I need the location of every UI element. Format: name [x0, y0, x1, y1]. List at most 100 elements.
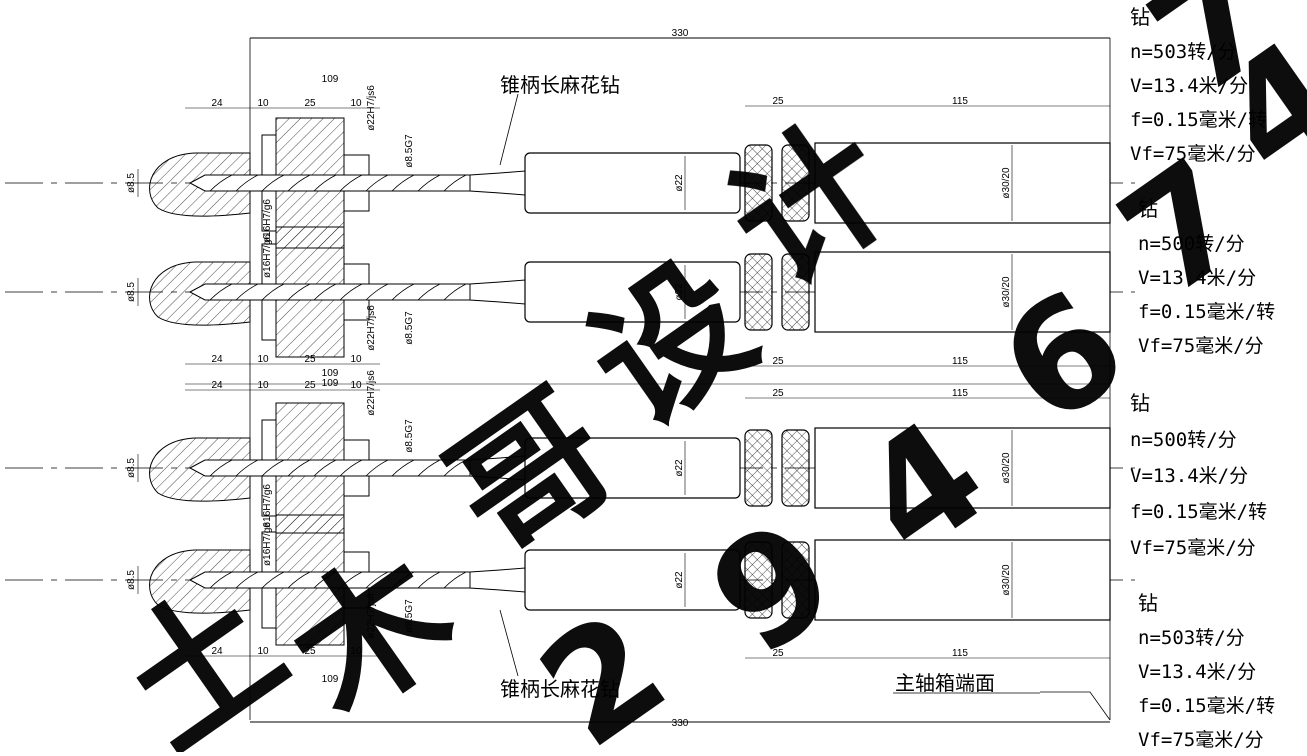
hole-diameter-label: ø8.5	[126, 570, 137, 590]
spindle-seg-b-label: 115	[952, 356, 968, 367]
tool-label-bottom: 锥柄长麻花钻	[500, 677, 620, 701]
spindle-shaft	[814, 539, 1111, 621]
shank-diameter-label: ø22	[674, 459, 685, 477]
spindle-seg-a-label: 25	[772, 648, 784, 659]
cutting-speed: V=13.4米/分	[1138, 661, 1256, 683]
cutting-speed: V=13.4米/分	[1138, 267, 1256, 289]
drill-flutes	[209, 283, 467, 301]
spindle-diameter-label: ø30/20	[1001, 167, 1012, 199]
spindle-unit-4: ø22 ø30/20 ø8.5 ø22H7/js6 ø16H7/g6 ø8.5G7	[5, 514, 1135, 646]
taper-shank	[469, 279, 526, 305]
cutting-speed: V=13.4米/分	[1130, 75, 1248, 97]
operation-title: 钻	[1130, 391, 1150, 415]
seg-b-label: 10	[257, 354, 269, 365]
seg-a-label: 24	[211, 646, 223, 657]
drill-adapter	[524, 261, 741, 323]
feed-rate: Vf=75毫米/分	[1138, 729, 1264, 751]
spindle-unit-3: ø22 ø30/20 ø8.5 ø22H7/js6 ø16H7/g6 ø8.5G7	[5, 370, 1135, 534]
spindle-shaft	[814, 427, 1111, 509]
guide-bore-fit-label: ø8.5G7	[404, 311, 415, 345]
drill-adapter	[524, 549, 741, 611]
spindle-speed: n=500转/分	[1138, 233, 1245, 255]
guide-bore-fit-label: ø8.5G7	[404, 599, 415, 633]
headstock-end-face-label: 主轴箱端面	[895, 671, 995, 695]
seg-a-label: 24	[211, 380, 223, 391]
parameter-block-2: 钻 n=500转/分 V=13.4米/分 f=0.15毫米/转 Vf=75毫米/分	[1138, 197, 1275, 357]
taper-shank	[469, 170, 526, 196]
shank-diameter-label: ø22	[674, 283, 685, 301]
seg-d-label: 10	[350, 380, 362, 391]
hole-diameter-label: ø8.5	[126, 282, 137, 302]
parameter-block-4: 钻n=503转/分V=13.4米/分f=0.15毫米/转Vf=75毫米/分	[1138, 591, 1275, 751]
fixture-width-mid: 109	[322, 368, 339, 379]
bushing-outer-fit-label: ø22H7/js6	[366, 593, 377, 639]
bushing-inner-fit-label: ø16H7/g6	[262, 522, 273, 566]
feed-rate: Vf=75毫米/分	[1130, 537, 1256, 559]
spindle-diameter-label: ø30/20	[1001, 452, 1012, 484]
hole-diameter-label: ø8.5	[126, 458, 137, 478]
parameter-block-1: 钻n=503转/分V=13.4米/分f=0.15毫米/转Vf=75毫米/分	[1130, 5, 1267, 165]
seg-c-label: 25	[304, 646, 316, 657]
cutting-speed: V=13.4米/分	[1130, 465, 1248, 487]
bushing-outer-fit-label: ø22H7/js6	[366, 305, 377, 351]
spindle-speed: n=503转/分	[1130, 41, 1237, 63]
spindle-dim-chain-2: 25 115	[745, 356, 1110, 367]
feed-per-rev: f=0.15毫米/转	[1130, 109, 1267, 131]
drill-flutes	[209, 459, 467, 477]
spindle-unit-2: ø22 ø30/20 ø8.5 ø22H7/js6 ø16H7/g6 ø8.5G7	[5, 226, 1135, 358]
coupling-nut-2	[781, 253, 810, 331]
seg-a-label: 24	[211, 98, 223, 109]
coupling-nut-1	[744, 429, 773, 507]
drill-flutes	[209, 571, 467, 589]
coupling-nut-2	[781, 429, 810, 507]
seg-c-label: 25	[304, 98, 316, 109]
bushing-inner-fit-label: ø16H7/g6	[262, 484, 273, 528]
spindle-parameters: 钻n=503转/分V=13.4米/分f=0.15毫米/转Vf=75毫米/分钻n=…	[1130, 5, 1275, 751]
spindle-seg-b-label: 115	[952, 648, 968, 659]
twist-drill	[188, 174, 471, 192]
twist-drill	[188, 283, 471, 301]
spindle-seg-b-label: 115	[952, 388, 968, 399]
coupling-nut-1	[744, 253, 773, 331]
drill-adapter	[524, 437, 741, 499]
bushing-inner-fit-label: ø16H7/g6	[262, 199, 273, 243]
tool-label-top: 锥柄长麻花钻	[500, 73, 620, 97]
dimension-texts: 330 330 109 109 109 109 锥柄长麻花钻 锥柄长麻花钻 主轴…	[322, 28, 1040, 729]
operation-title: 钻	[1138, 197, 1158, 221]
bushing-inner-fit-label: ø16H7/g6	[262, 234, 273, 278]
spindle-speed: n=503转/分	[1138, 627, 1245, 649]
operation-title: 钻	[1130, 5, 1150, 29]
feed-rate: Vf=75毫米/分	[1138, 335, 1264, 357]
spindle-shaft	[814, 142, 1111, 224]
drill-adapter	[524, 152, 741, 214]
spindle-speed: n=500转/分	[1130, 429, 1237, 451]
bushing-outer-fit-label: ø22H7/js6	[366, 370, 377, 416]
seg-b-label: 10	[257, 380, 269, 391]
spindle-diameter-label: ø30/20	[1001, 564, 1012, 596]
guide-bore-fit-label: ø8.5G7	[404, 419, 415, 453]
guide-bore-fit-label: ø8.5G7	[404, 134, 415, 168]
seg-a-label: 24	[211, 354, 223, 365]
shank-diameter-label: ø22	[674, 571, 685, 589]
coupling-nut-2	[781, 541, 810, 619]
feed-per-rev: f=0.15毫米/转	[1138, 301, 1275, 323]
coupling-nut-2	[781, 144, 810, 222]
feed-per-rev: f=0.15毫米/转	[1130, 501, 1267, 523]
spindle-seg-b-label: 115	[952, 96, 968, 107]
overall-length-top: 330	[672, 28, 689, 39]
parameter-block-3: 钻 n=500转/分 V=13.4米/分 f=0.15毫米/转 Vf=75毫米/分	[1130, 391, 1267, 559]
seg-d-label: 10	[350, 646, 362, 657]
spindle-diameter-label: ø30/20	[1001, 276, 1012, 308]
seg-d-label: 10	[350, 354, 362, 365]
shank-diameter-label: ø22	[674, 174, 685, 192]
seg-b-label: 10	[257, 646, 269, 657]
spindle-shaft	[814, 251, 1111, 333]
spindle-seg-a-label: 25	[772, 356, 784, 367]
